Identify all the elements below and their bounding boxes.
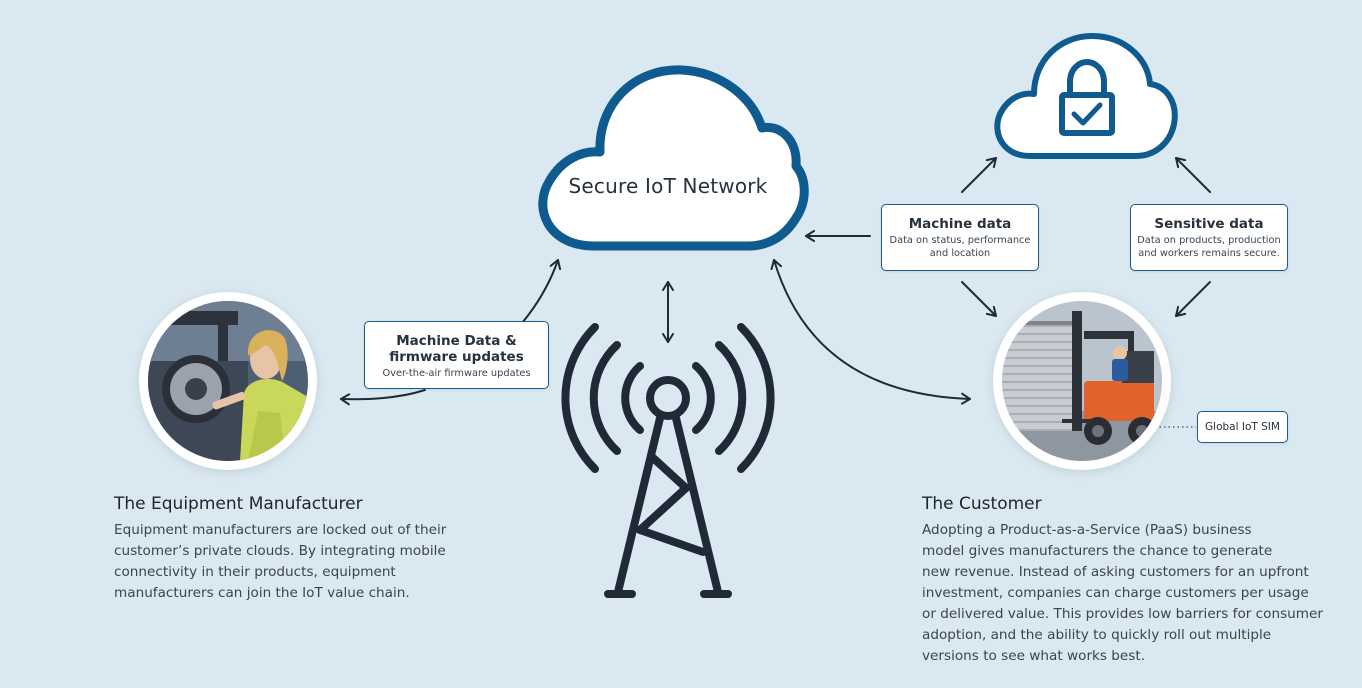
customer-line: model gives manufacturers the chance to … [922, 543, 1273, 559]
cloud-icon [538, 65, 809, 251]
manufacturer-line: manufacturers can join the IoT value cha… [114, 585, 410, 601]
machine-data-title: Machine data [908, 216, 1012, 232]
sensitive-data-desc-line2: and workers remains secure. [1138, 248, 1280, 259]
lock-cloud-icon [994, 33, 1178, 159]
forklift-illustration [1002, 301, 1162, 461]
sensitive-data-box: Sensitive data Data on products, product… [1130, 204, 1288, 271]
customer-line: Adopting a Product-as-a-Service (PaaS) b… [922, 522, 1252, 538]
manufacturer-line: connectivity in their products, equipmen… [114, 564, 396, 580]
customer-line: investment, companies can charge custome… [922, 585, 1309, 601]
global-sim-box: Global IoT SIM [1197, 411, 1288, 443]
machine-data-desc-line2: and location [929, 248, 991, 259]
manufacturer-heading: The Equipment Manufacturer [114, 494, 363, 514]
sensitive-data-title: Sensitive data [1154, 216, 1264, 232]
customer-description: Adopting a Product-as-a-Service (PaaS) b… [922, 520, 1323, 667]
customer-line: or delivered value. This provides low ba… [922, 606, 1323, 622]
firmware-title-line1: Machine Data & [396, 333, 517, 349]
machine-data-box: Machine data Data on status, performance… [881, 204, 1039, 271]
customer-line: adoption, and the ability to quickly rol… [922, 627, 1272, 643]
global-sim-label: Global IoT SIM [1205, 421, 1280, 433]
customer-photo [1002, 301, 1162, 461]
firmware-box: Machine Data & firmware updates Over-the… [364, 321, 549, 389]
firmware-desc: Over-the-air firmware updates [382, 368, 531, 379]
customer-heading: The Customer [922, 494, 1042, 514]
manufacturer-photo [148, 301, 308, 461]
manufacturer-line: Equipment manufacturers are locked out o… [114, 522, 447, 538]
customer-line: versions to see what works best. [922, 648, 1146, 664]
radio-tower-icon [561, 323, 775, 598]
network-label: Secure IoT Network [568, 174, 768, 198]
sensitive-data-desc-line1: Data on products, production [1137, 235, 1281, 246]
machine-data-desc-line1: Data on status, performance [889, 235, 1031, 246]
manufacturer-description: Equipment manufacturers are locked out o… [114, 520, 447, 604]
manufacturer-line: customer’s private clouds. By integratin… [114, 543, 446, 559]
worker-illustration [148, 301, 308, 461]
firmware-title-line2: firmware updates [389, 349, 524, 365]
customer-line: new revenue. Instead of asking customers… [922, 564, 1309, 580]
